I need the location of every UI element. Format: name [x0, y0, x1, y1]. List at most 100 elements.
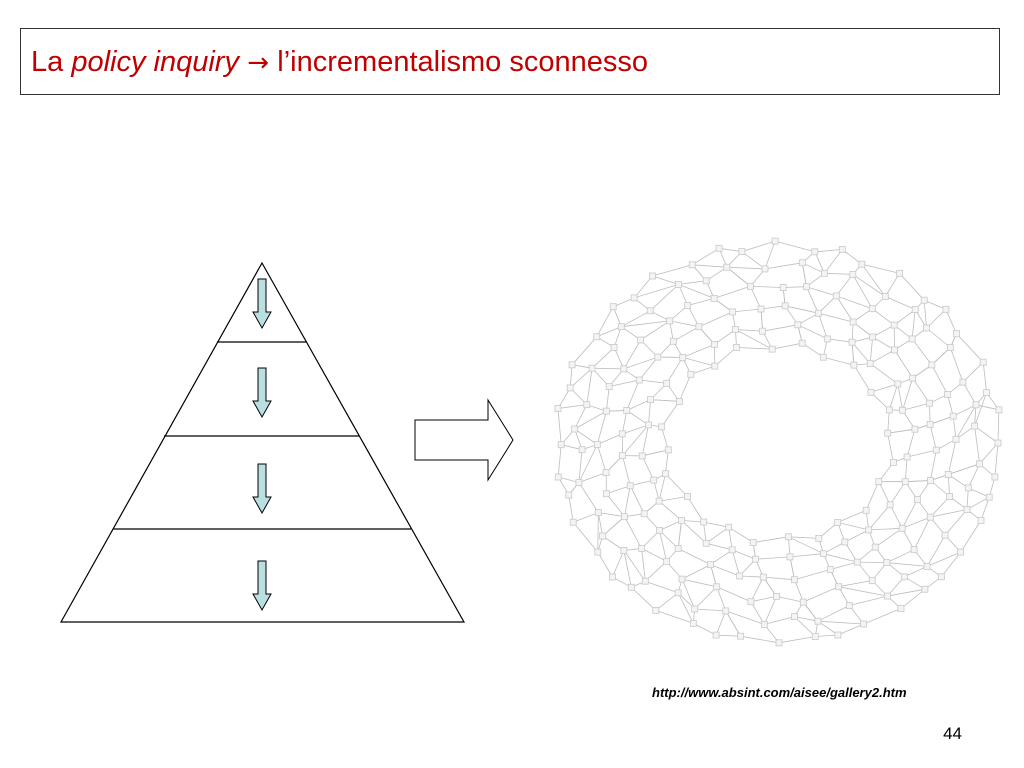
- network-edge: [716, 634, 741, 637]
- network-edge: [677, 520, 682, 549]
- network-edge: [568, 494, 574, 523]
- network-node: [871, 543, 879, 551]
- network-node: [627, 583, 635, 591]
- network-edge: [741, 240, 776, 252]
- title-part2: l’incrementalismo sconnesso: [277, 46, 649, 78]
- network-edge: [574, 428, 598, 445]
- network-edge: [728, 527, 733, 550]
- network-node: [963, 506, 971, 513]
- network-edge: [681, 578, 696, 610]
- network-edge: [574, 428, 583, 450]
- network-edge: [764, 262, 803, 270]
- network-edge: [735, 329, 773, 350]
- network-node: [785, 533, 792, 541]
- network-edge: [962, 381, 977, 405]
- network-node: [883, 559, 891, 566]
- network-node: [819, 353, 827, 361]
- network-edge: [899, 273, 925, 301]
- network-node: [823, 335, 831, 343]
- network-edge: [763, 576, 795, 581]
- network-edge: [974, 426, 980, 464]
- network-node: [749, 539, 757, 546]
- network-edge: [783, 286, 807, 288]
- network-edge: [705, 266, 728, 282]
- network-node: [920, 296, 928, 304]
- source-link[interactable]: http://www.absint.com/aisee/gallery2.htm: [652, 685, 907, 700]
- network-edge: [794, 579, 804, 603]
- network-edge: [641, 424, 649, 456]
- network-node: [638, 452, 646, 460]
- network-edge: [645, 580, 679, 594]
- network-edge: [596, 326, 622, 338]
- network-edge: [606, 386, 610, 412]
- network-edge: [764, 240, 776, 270]
- network-edge: [997, 409, 1000, 444]
- network-node: [666, 317, 674, 325]
- network-edge: [655, 610, 694, 624]
- network-node: [649, 272, 656, 280]
- network-edge: [902, 516, 931, 529]
- network-edge: [578, 482, 599, 513]
- network-edge: [948, 463, 980, 475]
- network-edge: [596, 444, 607, 473]
- network-node: [702, 277, 710, 285]
- network-edge: [801, 342, 824, 358]
- network-edge: [687, 305, 700, 327]
- network-node: [575, 479, 583, 486]
- network-node: [866, 360, 874, 368]
- network-node: [675, 397, 683, 405]
- network-node: [646, 307, 654, 315]
- network-node: [702, 539, 710, 547]
- network-edge: [626, 399, 651, 411]
- network-edge: [838, 580, 873, 588]
- network-edge: [623, 339, 641, 370]
- network-edge: [732, 549, 756, 560]
- network-edge: [597, 551, 613, 578]
- network-edge: [887, 433, 894, 463]
- network-edge: [692, 264, 727, 268]
- network-edge: [887, 409, 890, 434]
- network-edge: [817, 605, 850, 622]
- network-edge: [851, 341, 871, 364]
- network-edge: [857, 561, 887, 563]
- network-edge: [794, 616, 816, 637]
- network-edge: [947, 439, 957, 475]
- network-edge: [802, 262, 825, 274]
- network-edge: [956, 333, 984, 363]
- network-edge: [652, 264, 693, 277]
- network-edge: [640, 320, 670, 341]
- network-edge: [929, 415, 954, 425]
- network-edge: [926, 551, 961, 567]
- network-node: [640, 510, 648, 518]
- network-edge: [953, 404, 977, 417]
- network-node: [603, 490, 610, 498]
- network-node: [886, 501, 894, 509]
- network-edge: [673, 326, 700, 342]
- network-node: [941, 531, 949, 539]
- network-node: [858, 260, 866, 268]
- network-node: [890, 321, 898, 329]
- network-edge: [947, 394, 954, 417]
- network-node: [609, 303, 617, 311]
- pyramid-outline: [59, 261, 466, 623]
- network-edge: [980, 497, 990, 521]
- network-node: [623, 407, 631, 414]
- network-node: [647, 396, 654, 404]
- network-edge: [574, 410, 607, 430]
- network-node: [728, 546, 736, 554]
- network-node: [712, 631, 720, 639]
- network-node: [747, 282, 754, 290]
- network-node: [953, 330, 960, 338]
- network-edge: [613, 347, 625, 370]
- network-edge: [557, 444, 562, 478]
- network-node: [869, 333, 876, 341]
- network-edge: [874, 527, 903, 548]
- network-edge: [803, 586, 839, 603]
- network-edge: [870, 349, 895, 364]
- network-node: [669, 337, 677, 345]
- network-edge: [814, 249, 843, 253]
- network-edge: [725, 610, 765, 625]
- network-edge: [725, 610, 741, 637]
- network-node: [710, 294, 718, 302]
